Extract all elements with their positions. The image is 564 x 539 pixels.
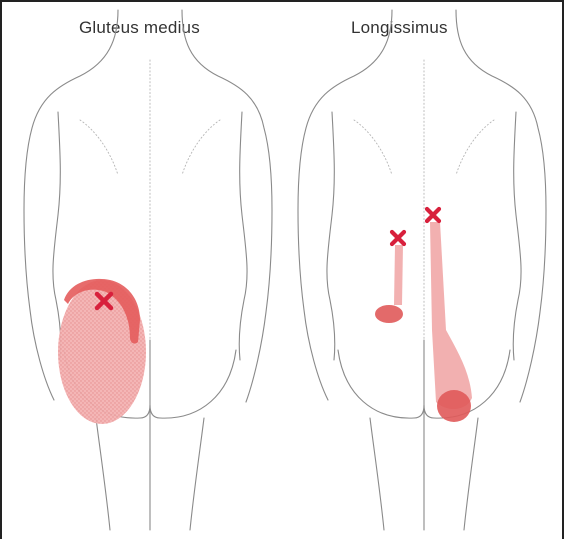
- right-figure-scapula-left: [354, 120, 392, 175]
- right-body-figure: [298, 10, 546, 530]
- left-figure-outline-right: [182, 10, 272, 402]
- right-figure-scapula-right: [456, 120, 494, 175]
- cross-mark-icon: [427, 209, 439, 221]
- right-upper-pain-zone: [375, 305, 403, 323]
- right-upper-referral-band: [394, 245, 403, 305]
- left-body-figure: [24, 10, 272, 530]
- right-figure-outline-left: [298, 10, 392, 400]
- cross-mark-icon: [392, 232, 404, 244]
- left-figure-scapula-right: [182, 120, 220, 175]
- left-figure-torso-left: [53, 112, 61, 360]
- left-figure-torso-right: [239, 112, 247, 360]
- left-figure-scapula-left: [80, 120, 118, 175]
- right-figure-torso-left: [327, 112, 335, 360]
- right-lower-pain-zone: [437, 390, 471, 422]
- right-figure-outline-right: [456, 10, 546, 402]
- right-figure-torso-right: [513, 112, 521, 360]
- right-lower-referral-band: [430, 222, 472, 409]
